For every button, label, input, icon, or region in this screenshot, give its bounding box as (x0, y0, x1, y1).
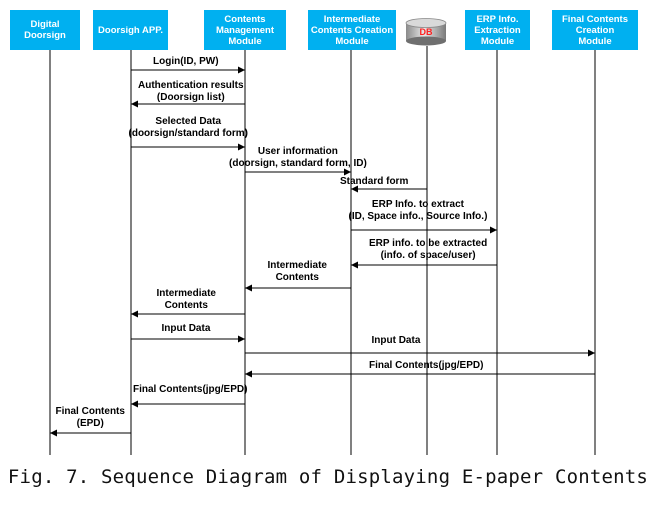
message-label-3: Selected Data (doorsign/standard form) (128, 116, 248, 139)
participant-digital-doorsign: Digital Doorsign (10, 10, 80, 50)
participant-intermediate-contents: Intermediate Contents Creation Module (308, 10, 396, 50)
figure-caption: Fig. 7. Sequence Diagram of Displaying E… (7, 466, 649, 488)
message-label-4: User information (doorsign, standard for… (229, 146, 367, 169)
message-label-1: Login(ID, PW) (153, 56, 219, 67)
participant-contents-management: Contents Management Module (204, 10, 286, 50)
message-label-13: Final Contents(jpg/EPD) (133, 384, 248, 395)
message-label-12: Final Contents(jpg/EPD) (369, 360, 484, 371)
message-label-5: Standard form (340, 176, 409, 187)
participant-erp-extraction: ERP Info. Extraction Module (465, 10, 530, 50)
sequence-diagram: Digital Doorsign Doorsigh APP. Contents Ma… (10, 10, 638, 455)
message-label-8: Intermediate Contents (267, 260, 327, 283)
message-label-10: Input Data (161, 323, 211, 334)
participant-final-contents: Final Contents Creation Module (552, 10, 638, 50)
message-label-9: Intermediate Contents (156, 288, 216, 311)
message-label-6: ERP Info. to extract (ID, Space info., S… (348, 199, 488, 222)
message-label-14: Final Contents (EPD) (55, 406, 125, 429)
message-label-2: Authentication results (Doorsign list) (138, 80, 244, 103)
message-label-7: ERP info. to be extracted (info. of spac… (369, 238, 488, 261)
participant-doorsign-app: Doorsigh APP. (93, 10, 168, 50)
diagram-canvas (49, 46, 596, 455)
message-label-11: Input Data (371, 335, 421, 346)
database-icon: DB (404, 18, 448, 46)
db-label: DB (419, 27, 433, 37)
